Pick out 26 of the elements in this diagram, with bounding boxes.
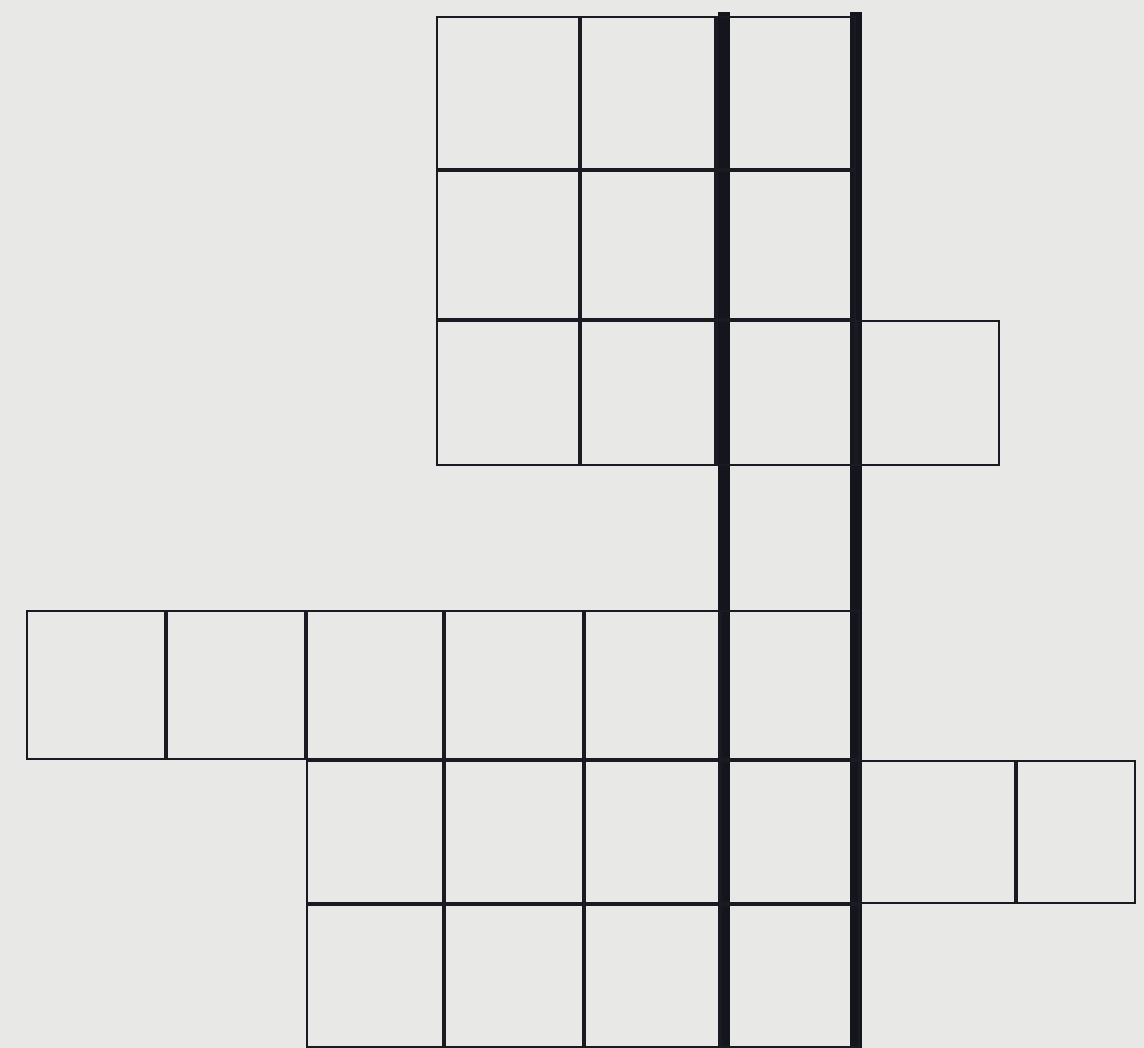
- grid-cell: [306, 760, 444, 904]
- grid-cell: [860, 760, 1016, 904]
- grid-cell: [584, 760, 720, 904]
- grid-cell: [166, 610, 306, 760]
- grid-cell: [584, 904, 720, 1048]
- grid-cell: [580, 170, 716, 320]
- grid-cell: [856, 320, 1000, 466]
- grid-cell: [580, 320, 716, 466]
- grid-cell: [720, 904, 860, 1048]
- grid-cell: [306, 610, 444, 760]
- grid-cell: [720, 610, 860, 760]
- grid-cell: [306, 904, 444, 1048]
- grid-cell: [26, 610, 166, 760]
- grid-cell: [444, 904, 584, 1048]
- grid-cell: [436, 320, 580, 466]
- grid-cell: [444, 760, 584, 904]
- grid-cell: [716, 320, 856, 466]
- grid-cell: [584, 610, 720, 760]
- grid-cell: [436, 170, 580, 320]
- grid-cell: [716, 16, 856, 170]
- grid-cell: [444, 610, 584, 760]
- grid-cell: [716, 170, 856, 320]
- grid-cell: [720, 760, 860, 904]
- grid-cell: [436, 16, 580, 170]
- grid-cell: [1016, 760, 1136, 904]
- grid-cell: [580, 16, 716, 170]
